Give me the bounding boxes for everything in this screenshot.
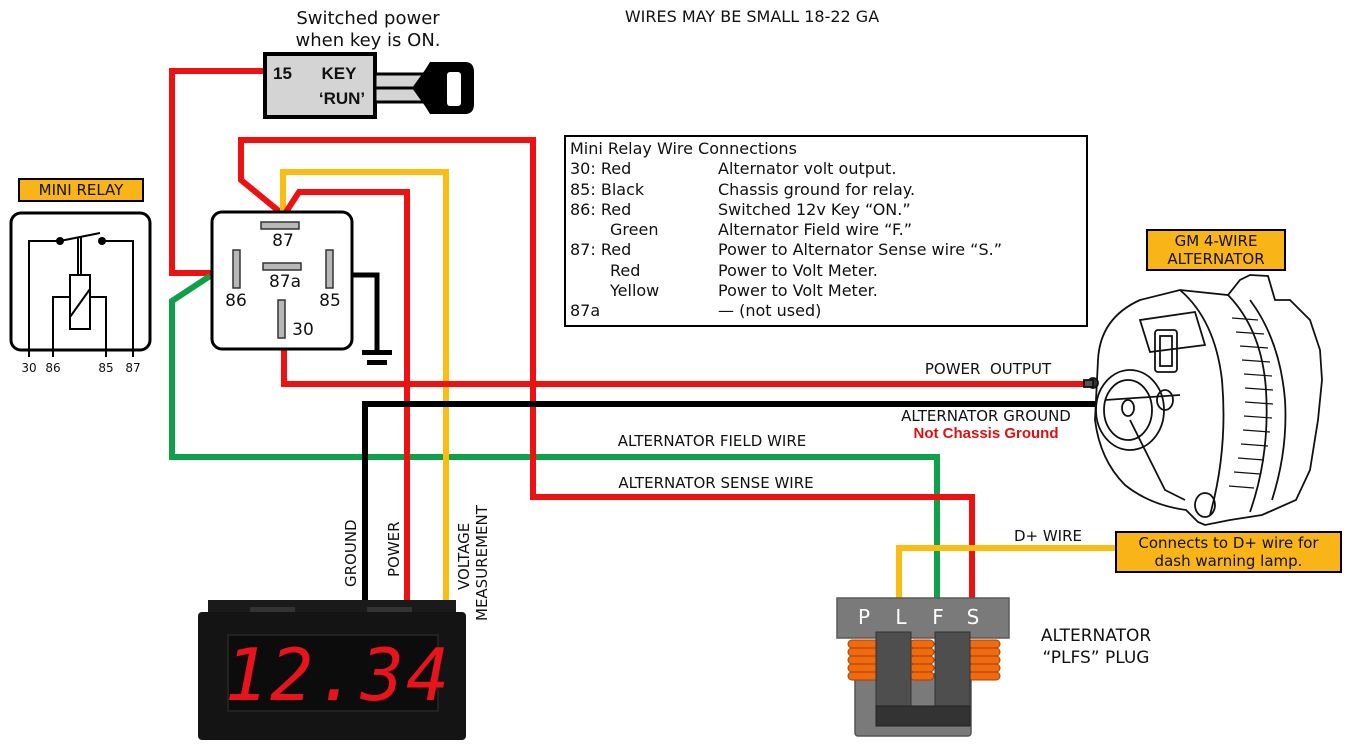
key-icon [373,62,474,114]
d-plus-note: Connects to D+ wire for dash warning lam… [1115,531,1342,573]
meter-power-label: POWER [385,521,403,577]
key-caption-line2: when key is ON. [295,30,440,51]
relay-pin-30-blade [277,299,286,339]
legend-row-description: Power to Volt Meter. [718,260,878,280]
legend-row-description: — (not used) [718,301,822,321]
relay-block: 87 87a 86 85 30 [210,210,354,351]
alternator-tag-line2: ALTERNATOR [1167,250,1265,268]
plug-pin-l: L [895,605,907,629]
legend-row: 86: Red Switched 12v Key “ON.” [570,200,1082,220]
legend-row: Red Power to Volt Meter. [570,261,1082,281]
wire-alternator-ground-black [362,401,1095,600]
schematic-pin-30: 30 [21,361,36,375]
relay-pin-85-label: 85 [319,291,341,311]
legend-row: 30: Red Alternator volt output. [570,159,1082,179]
relay-pin-87-label: 87 [272,231,294,251]
key-label-line2: ‘RUN’ [319,89,365,108]
schematic-pin-87: 87 [125,361,140,375]
legend-rows: 30: Red Alternator volt output. 85: Black C… [570,159,1082,321]
relay-pin-87-blade [260,221,300,230]
legend-row-pin: 30: Red [570,159,632,179]
wire-relay-ground-black [352,272,380,352]
legend-row: Green Alternator Field wire “F.” [570,220,1082,240]
legend-row-description: Chassis ground for relay. [718,179,916,199]
gauge-note: WIRES MAY BE SMALL 18-22 GA [625,7,879,26]
voltmeter-reading: 12.34 [225,633,452,717]
legend-row-description: Alternator volt output. [718,159,897,179]
wire-sense-red [238,137,975,600]
legend-row-pin: Yellow [610,281,660,301]
field-wire-label: ALTERNATOR FIELD WIRE [618,432,806,450]
alternator-ground-label: ALTERNATOR GROUND [901,407,1071,425]
plug-pin-f: F [932,605,944,629]
schematic-pin-86: 86 [45,361,60,375]
legend-row: Yellow Power to Volt Meter. [570,281,1082,301]
key-label-line1: KEY [322,64,358,83]
plfs-plug: P L F S [836,597,1010,737]
legend-row: 87a — (not used) [570,301,1082,321]
wire-field-green [169,273,940,600]
legend-title: Mini Relay Wire Connections [570,139,797,158]
chassis-ground-icon [362,350,392,365]
mini-relay-tag: MINI RELAY [18,178,144,202]
legend-row: 87: Red Power to Alternator Sense wire “S… [570,240,1082,260]
legend-row: 85: Black Chassis ground for relay. [570,180,1082,200]
d-plus-note-line1: Connects to D+ wire for [1138,534,1319,552]
alternator-illustration [1083,274,1323,526]
legend-row-pin: Red [610,260,641,280]
meter-ground-label: GROUND [342,519,360,587]
relay-pin-87a-label: 87a [269,272,301,292]
relay-pin-87a-blade [262,262,302,271]
plug-label-line1: ALTERNATOR [1041,626,1151,646]
alternator-tag: GM 4-WIRE ALTERNATOR [1146,229,1286,271]
relay-pin-30-label: 30 [292,320,314,340]
wire-voltmeter-power-red [283,189,410,600]
relay-pin-86-label: 86 [225,291,247,311]
wire-power-output-red [281,350,1085,387]
wire-key-to-relay-86 [169,68,265,276]
sense-wire-label: ALTERNATOR SENSE WIRE [618,474,813,492]
meter-voltage-label-line2: MEASUREMENT [473,504,491,621]
schematic-pin-85: 85 [98,361,113,375]
plug-pin-s: S [967,605,980,629]
mini-relay-tag-text: MINI RELAY [38,181,124,199]
legend-row-description: Alternator Field wire “F.” [718,220,912,240]
voltmeter: 12.34 [198,600,466,740]
key-terminal-15: 15 [273,64,292,83]
plug-pin-p: P [858,605,870,629]
legend-row-pin: 85: Black [570,179,645,199]
legend-row-pin: Green [610,220,659,240]
wire-d-plus-yellow [896,545,1117,600]
d-plus-wire-label: D+ WIRE [1014,527,1082,545]
legend-row-pin: 87: Red [570,240,632,260]
relay-pin-85-blade [325,249,334,289]
legend-row-pin: 87a [570,301,601,321]
d-plus-note-line2: dash warning lamp. [1154,552,1303,570]
meter-voltage-label-line1: VOLTAGE [455,523,473,590]
key-switch: 15 KEY ‘RUN’ [263,52,377,119]
alternator-tag-line1: GM 4-WIRE [1174,232,1258,250]
legend-row-description: Power to Alternator Sense wire “S.” [718,240,1002,260]
legend-row-description: Power to Volt Meter. [718,281,878,301]
not-chassis-ground-warning: Not Chassis Ground [913,425,1058,442]
key-caption-line1: Switched power [296,8,440,29]
mini-relay-schematic: 30 86 85 87 [9,211,152,375]
legend-row-pin: 86: Red [570,199,632,219]
plug-label-line2: “PLFS” PLUG [1043,648,1150,668]
legend-row-description: Switched 12v Key “ON.” [718,199,911,219]
relay-pin-86-blade [232,249,241,289]
power-output-label: POWER OUTPUT [925,360,1052,378]
